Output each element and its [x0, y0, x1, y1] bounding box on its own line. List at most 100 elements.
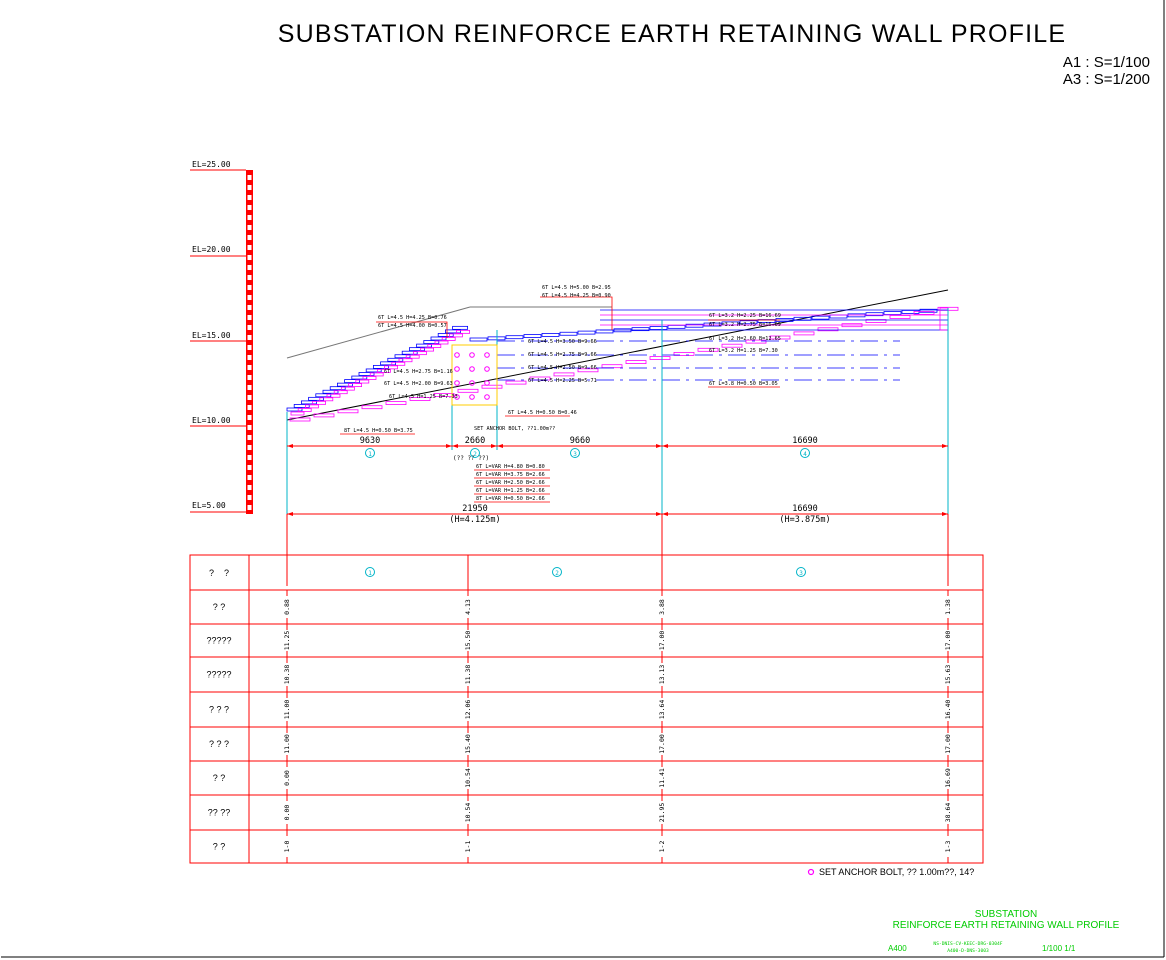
elevation-bar-dash: [247, 285, 252, 290]
wall-step-magenta: [409, 397, 431, 401]
wall-step-blue: [595, 329, 614, 334]
wall-step-magenta: [420, 347, 435, 352]
table-cell: 1-0: [283, 841, 291, 853]
anchor-bolt: [469, 352, 475, 358]
var-label: 8T L=VAR H=0.50 B=2.66: [476, 496, 545, 502]
elevation-bar-dash: [247, 415, 252, 420]
table-cell: 21.95: [658, 803, 666, 823]
title-block: SUBSTATION REINFORCE EARTH RETAINING WAL…: [888, 909, 1120, 954]
table-cell: 13.13: [658, 665, 666, 685]
wall-step-magenta: [297, 408, 312, 412]
wall-step-blue: [919, 308, 938, 313]
wall-steps: [286, 306, 959, 422]
table-border: [189, 554, 984, 864]
wall-step-magenta: [391, 361, 406, 366]
table-cell: 1.38: [944, 599, 952, 615]
dimension-label: 9630: [360, 436, 380, 446]
wall-label: 6T L=3.2 H=2.60 B=12.65: [709, 336, 781, 342]
elevation-bar-dash: [247, 175, 252, 180]
elevation-bar-dash: [247, 265, 252, 270]
table-cell: 11.38: [464, 665, 472, 685]
wall-label: 6T L=4.5 H=2.00 B=9.63: [384, 381, 453, 387]
elevation-bar-dash: [247, 485, 252, 490]
wall-step-magenta: [577, 368, 599, 373]
wall-step-magenta: [433, 392, 455, 397]
wall-step-blue: [329, 386, 346, 391]
elevation-bar-dash: [247, 395, 252, 400]
wall-step-magenta: [362, 376, 377, 380]
wall-label: SET ANCHOR BOLT, ??1.00m??: [474, 426, 555, 432]
table-cell: 17.00: [658, 734, 666, 754]
anchor-bolt: [469, 366, 475, 372]
wall-step-blue: [829, 314, 848, 319]
wall-step-magenta: [312, 400, 327, 405]
var-label: (?? ?? ??): [453, 455, 489, 462]
table-cell: 1-3: [944, 841, 952, 853]
wall-step-magenta: [721, 343, 743, 348]
wall-step-blue: [883, 311, 902, 315]
wall-step-blue: [351, 375, 368, 380]
wall-step-blue: [577, 330, 596, 335]
elevation-bar-dash: [247, 225, 252, 230]
elevation-bar-dash: [247, 495, 252, 500]
wall-step-magenta: [376, 368, 391, 373]
wall-profile: 6T L=4.5 H=5.00 B=2.95 6T L=4.5 H=4.25 B…: [286, 285, 959, 548]
wall-step-magenta: [398, 358, 413, 363]
table-row-label: ?? ??: [208, 808, 231, 818]
wall-label: 6T L=4.5 H=4.00 B=0.57: [378, 323, 447, 329]
anchor-bolt-icon: [807, 868, 815, 876]
elevation-bar-dash: [247, 405, 252, 410]
table-cell: 11.25: [283, 631, 291, 651]
table-cell: 17.00: [944, 734, 952, 754]
var-label: 6T L=VAR H=3.75 B=2.66: [476, 472, 545, 478]
segment-marker: 2: [473, 451, 477, 458]
wall-step-magenta: [290, 411, 305, 416]
wall-step-magenta: [355, 379, 370, 384]
elevation-bar-dash: [247, 255, 252, 260]
wall-step-blue: [322, 389, 339, 394]
table-cell: 10.38: [283, 665, 291, 685]
wall-crest-block: [939, 307, 949, 331]
elevation-label: EL=10.00: [192, 416, 231, 425]
anchor-bolt: [469, 380, 475, 386]
wall-step-blue: [452, 325, 469, 330]
wall-step-magenta: [289, 417, 311, 422]
wall-step-blue: [430, 336, 447, 341]
title-block-code: A400: [888, 944, 907, 953]
wall-step-blue: [685, 323, 704, 328]
table-cell: 17.00: [944, 631, 952, 651]
elevation-bar-dash: [247, 305, 252, 310]
wall-step-blue: [336, 382, 353, 387]
table-row-label: ? ? ?: [209, 705, 229, 715]
section-marker: 1: [368, 570, 372, 577]
table-cell: 4.13: [464, 599, 472, 615]
table-cell: 10.54: [464, 803, 472, 823]
wall-step-blue: [300, 400, 317, 405]
table-cell: 11.00: [283, 700, 291, 720]
segment-marker: 4: [803, 451, 807, 458]
table-cell: 15.40: [464, 734, 472, 754]
wall-label: 6T L=3.2 H=1.25 B=7.30: [709, 348, 778, 354]
wall-step-magenta: [769, 335, 791, 340]
elevation-bar-dash: [247, 185, 252, 190]
wall-step-magenta: [456, 329, 471, 334]
wall-step-magenta: [337, 409, 359, 414]
wall-step-blue: [631, 327, 650, 332]
wall-label: 6T L=4.5 H=0.50 B=0.46: [508, 410, 577, 416]
elevation-bar-dash: [247, 355, 252, 360]
wall-step-blue: [423, 340, 440, 344]
table-cell: 38.64: [944, 803, 952, 823]
elevation-labels: EL=25.00 EL=20.00 EL=15.00 EL=10.00 EL=5…: [190, 160, 246, 513]
elevation-bar: [246, 170, 253, 514]
wall-step-blue: [667, 324, 686, 329]
table-cell: 3.88: [658, 599, 666, 615]
title-block-scale: 1/100 1/1: [1042, 944, 1076, 953]
section-marker: 3: [799, 570, 803, 577]
dimension-label: (H=4.125m): [449, 515, 500, 525]
wall-step-blue: [387, 357, 404, 362]
